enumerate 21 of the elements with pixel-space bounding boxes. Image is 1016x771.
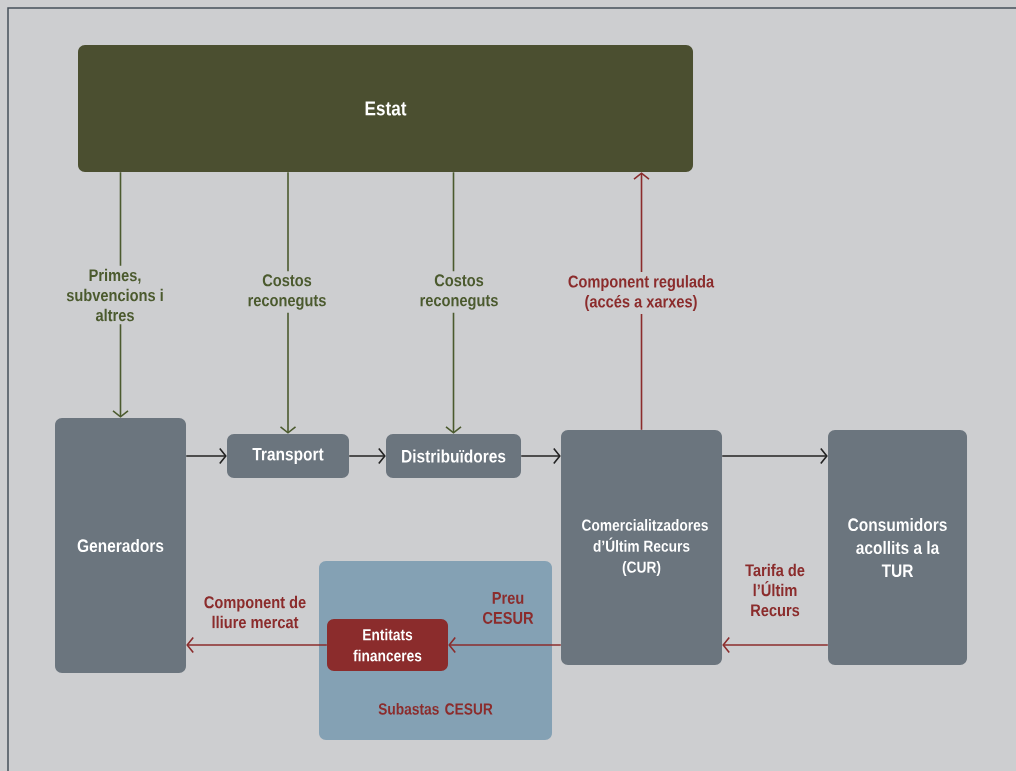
edge-label: Component regulada (accés a xarxes): [563, 272, 719, 314]
arrow: [721, 447, 828, 465]
process-box: Generadors: [55, 418, 186, 673]
process-box: Entitats financeres: [327, 619, 448, 671]
arrow: [520, 447, 561, 465]
process-box: Comercialitzadores d’Últim Recurs (CUR): [561, 430, 722, 665]
arrow: [722, 636, 829, 654]
process-box: Consumidors acollits a la TUR: [828, 430, 967, 665]
edge-label: Preu CESUR: [483, 592, 534, 624]
edge-label: Primes, subvencions i altres: [62, 265, 168, 325]
arrow: [448, 636, 562, 654]
edge-label: Tarifa de l’Últim Recurs: [745, 563, 805, 617]
arrow: [186, 636, 328, 654]
header-box: Estat: [78, 45, 693, 172]
arrow: [185, 447, 227, 465]
edge-label: Costos reconeguts: [234, 271, 340, 313]
process-box: Distribuïdores: [386, 434, 521, 478]
arrow: [348, 447, 386, 465]
process-box: Transport: [227, 434, 349, 478]
edge-label: Costos reconeguts: [406, 271, 512, 313]
edge-label: Component de lliure mercat: [204, 595, 306, 629]
